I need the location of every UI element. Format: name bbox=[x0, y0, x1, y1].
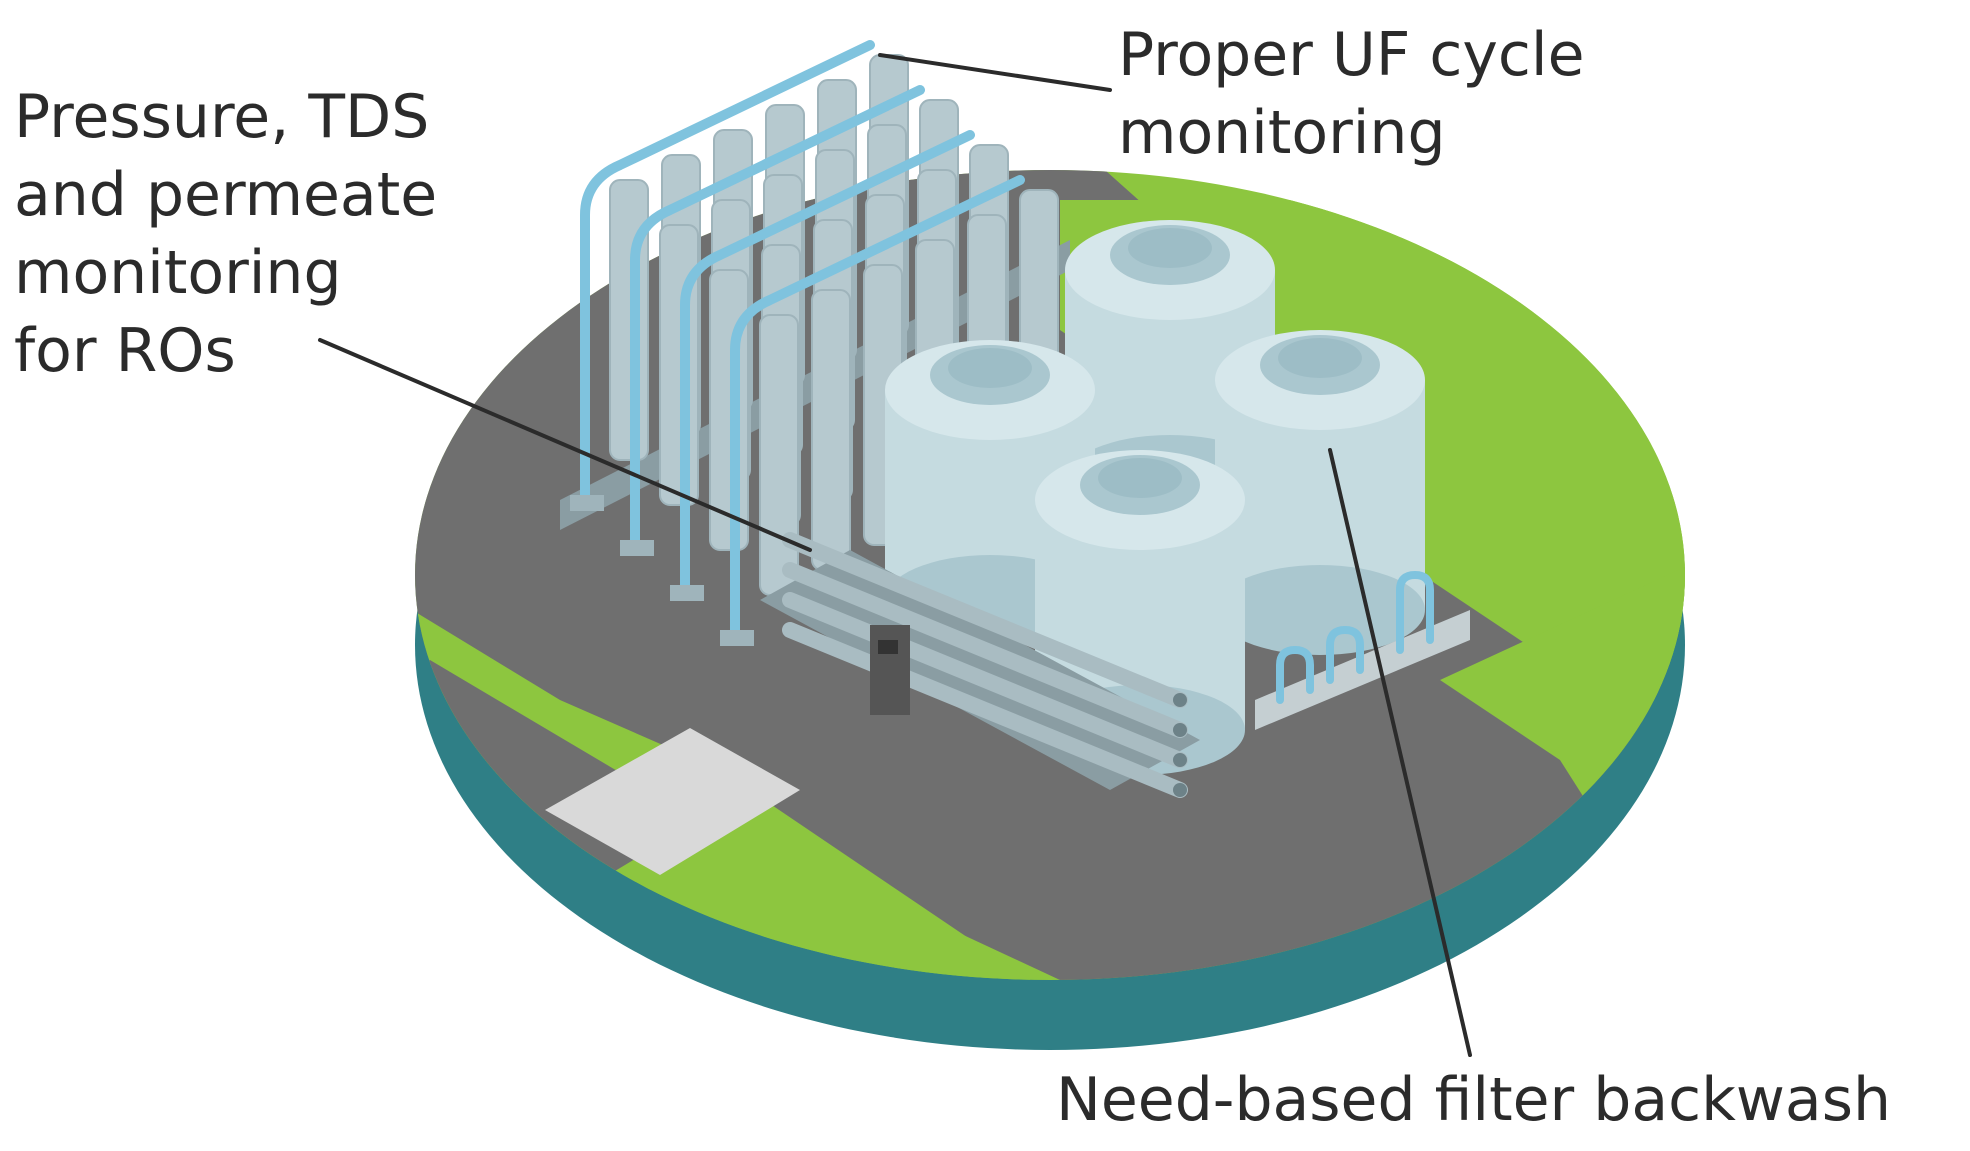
callout-ro-monitoring: Pressure, TDS and permeate monitoring fo… bbox=[14, 78, 437, 390]
callout-backwash-line-1: Need-based filter backwash bbox=[1056, 1065, 1891, 1135]
leader-line-backwash bbox=[1328, 448, 1472, 1057]
callout-ro-line-1: Pressure, TDS bbox=[14, 82, 430, 152]
leader-line-uf bbox=[878, 53, 1112, 92]
callout-backwash: Need-based filter backwash bbox=[1056, 1061, 1891, 1139]
callout-ro-line-4: for ROs bbox=[14, 316, 236, 386]
callout-ro-line-3: monitoring bbox=[14, 238, 342, 308]
leader-line-ro bbox=[318, 338, 812, 552]
callout-uf-cycle-line-1: Proper UF cycle bbox=[1118, 20, 1585, 90]
crosswalk bbox=[545, 728, 800, 875]
storage-tanks bbox=[885, 220, 1425, 775]
callout-uf-cycle: Proper UF cycle monitoring bbox=[1118, 16, 1585, 172]
callout-uf-cycle-line-2: monitoring bbox=[1118, 98, 1446, 168]
leader-lines bbox=[318, 53, 1472, 1057]
callout-ro-line-2: and permeate bbox=[14, 160, 438, 230]
backwash-pipe-frame bbox=[1255, 570, 1470, 730]
ro-tube-bank bbox=[760, 532, 1200, 798]
tank-right bbox=[1215, 330, 1425, 655]
control-cabinet bbox=[870, 625, 910, 715]
